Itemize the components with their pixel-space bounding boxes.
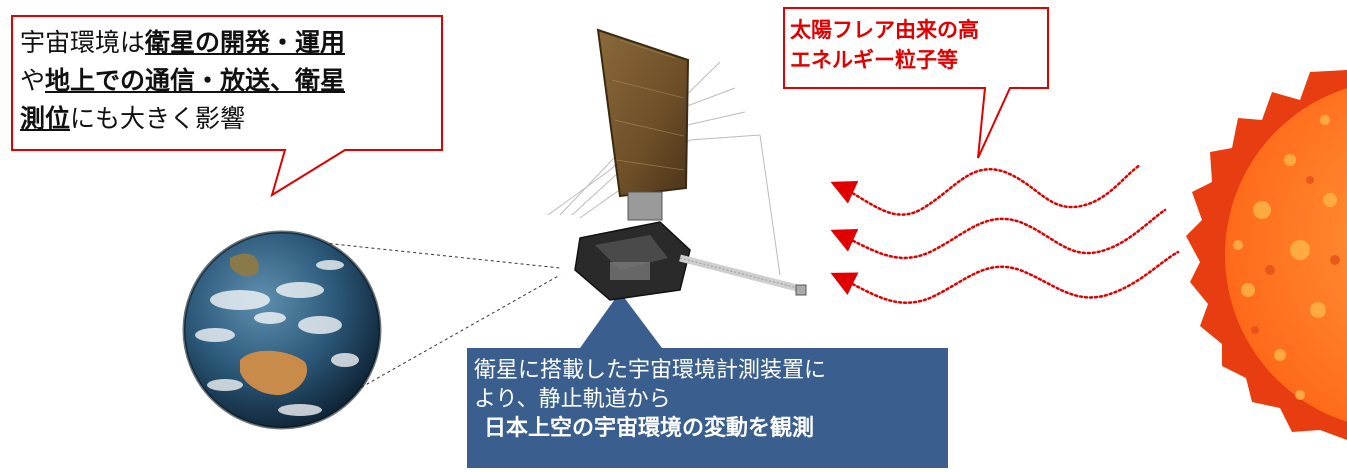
earth-land-australia	[240, 350, 308, 396]
observation-line-3: 日本上空の宇宙環境の変動を観測	[484, 416, 815, 441]
observation-callout-frame	[467, 292, 948, 468]
earth-illustration	[182, 230, 561, 430]
particle-wave-arrow	[830, 250, 1180, 304]
satellite-illustration	[547, 28, 807, 301]
solar-panel	[596, 28, 690, 198]
impact-callout	[11, 15, 443, 198]
particle-wave-arrow	[830, 208, 1167, 260]
earth-globe	[184, 232, 380, 428]
satellite-mast	[627, 191, 663, 221]
flare-callout-frame	[783, 7, 1049, 159]
earth-clouds	[195, 260, 359, 416]
observation-line-1: 衛星に搭載した宇宙環境計測装置に	[474, 358, 827, 383]
particle-waves	[830, 163, 1180, 304]
impact-callout-text: 宇宙環境は衛星の開発・運用 や地上での通信・放送、衛星 測位にも大きく影響	[20, 24, 440, 138]
view-line-bottom	[329, 274, 561, 406]
flare-line-2: エネルギー粒子等	[790, 48, 958, 72]
impact-line-1: 宇宙環境は衛星の開発・運用	[20, 28, 346, 57]
impact-line-3: 測位にも大きく影響	[20, 104, 246, 133]
observation-callout-text: 衛星に搭載した宇宙環境計測装置に より、静止軌道から 日本上空の宇宙環境の変動を…	[474, 356, 944, 443]
sun-illustration	[1186, 70, 1347, 440]
impact-line-2: や地上での通信・放送、衛星	[20, 66, 346, 95]
sun-disk	[1225, 88, 1347, 422]
earth-land-asia	[230, 253, 259, 277]
sun-spots	[1233, 115, 1337, 400]
flare-line-1: 太陽フレア由来の高	[790, 18, 979, 42]
flare-callout	[783, 7, 1049, 159]
particle-wave-arrow	[830, 163, 1142, 216]
impact-callout-frame	[11, 15, 443, 198]
observation-line-2: より、静止軌道から	[474, 387, 671, 412]
observation-callout	[467, 292, 948, 468]
flare-callout-text: 太陽フレア由来の高 エネルギー粒子等	[790, 15, 1040, 75]
